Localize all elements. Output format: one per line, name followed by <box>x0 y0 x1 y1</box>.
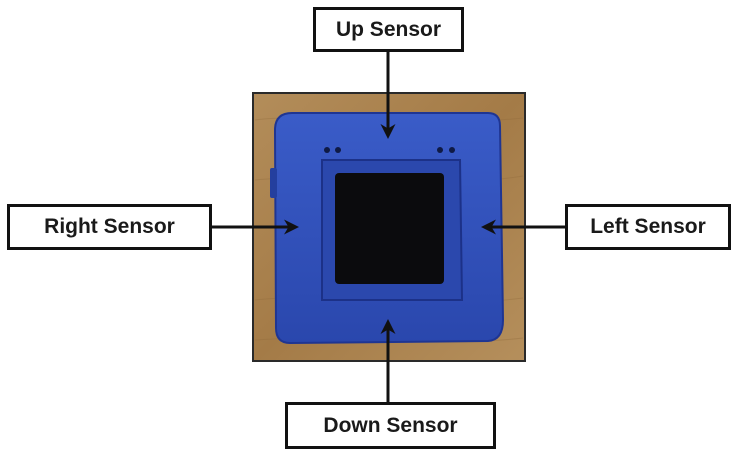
up-sensor-label: Up Sensor <box>313 7 464 52</box>
down-sensor-label: Down Sensor <box>285 402 496 449</box>
right-sensor-label: Right Sensor <box>7 204 212 250</box>
left-sensor-label: Left Sensor <box>565 204 731 250</box>
sensor-holes <box>324 147 455 153</box>
side-button <box>270 168 277 198</box>
device-screen <box>335 173 444 284</box>
